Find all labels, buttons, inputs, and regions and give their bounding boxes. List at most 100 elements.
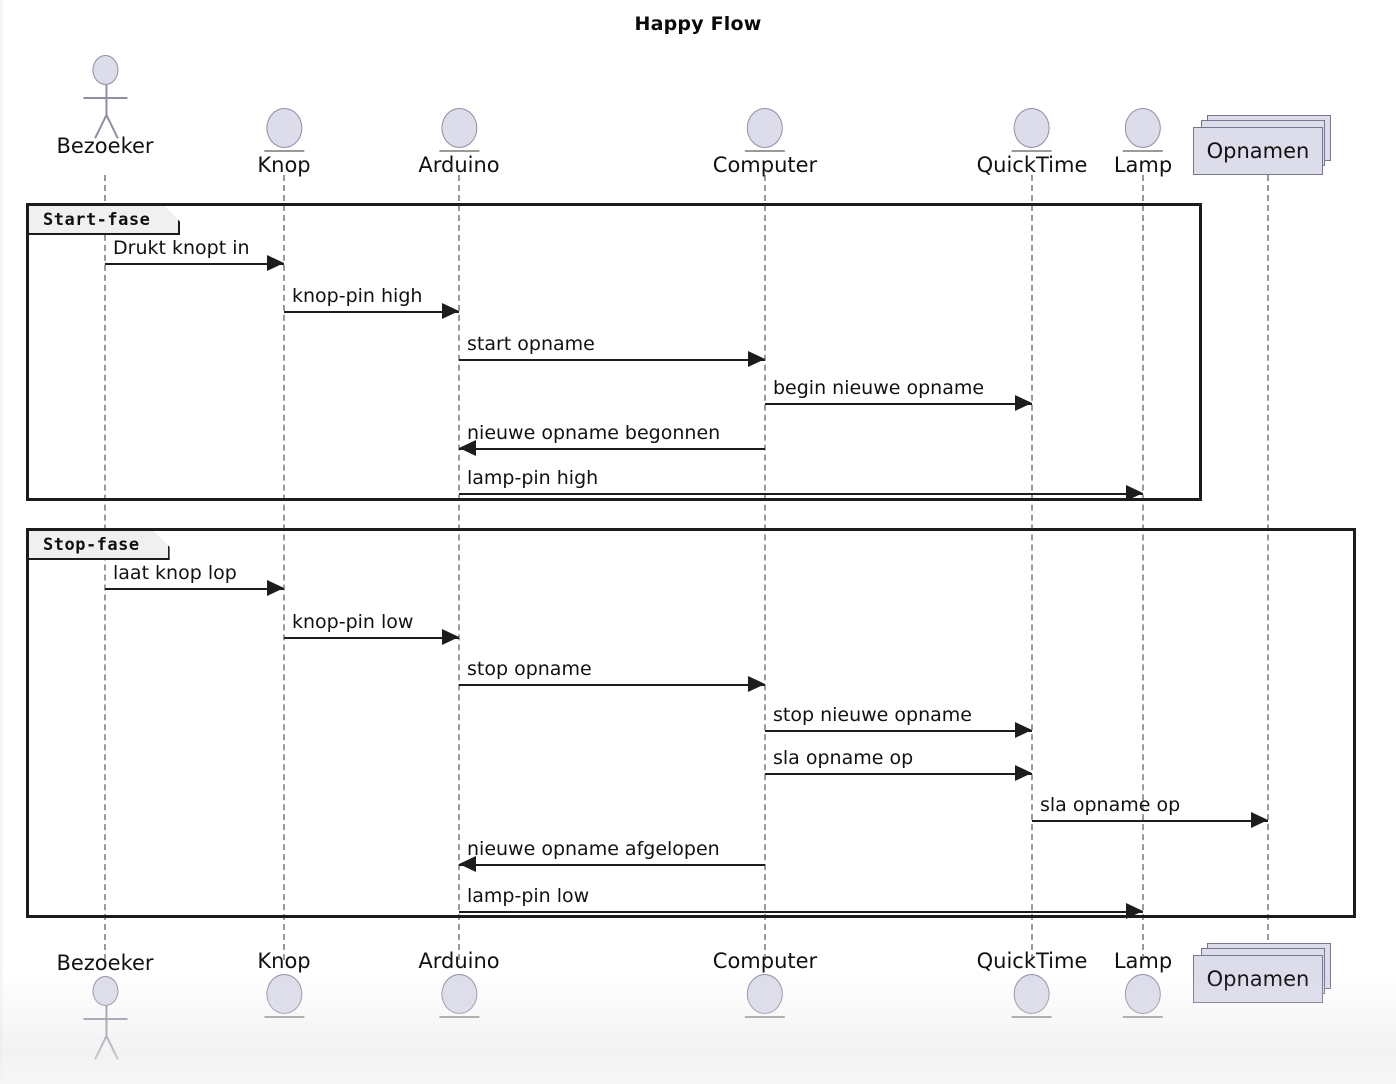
participant-quicktime[interactable]: QuickTime — [976, 108, 1088, 178]
message-label: stop nieuwe opname — [773, 704, 972, 726]
arrowhead-right-icon — [748, 351, 765, 367]
message-line — [1032, 820, 1268, 822]
participant-circle-icon — [440, 108, 477, 148]
participant-label: Computer — [712, 153, 818, 177]
participant-knop[interactable]: Knop — [257, 108, 311, 178]
message-label: lamp-pin low — [467, 885, 590, 907]
arrowhead-right-icon — [1015, 722, 1032, 738]
participant-circle-icon — [1014, 974, 1050, 1014]
collection-box[interactable]: Opnamen — [1193, 127, 1323, 175]
participant-bezoeker[interactable]: Bezoeker — [56, 950, 154, 1060]
arrowhead-right-icon — [267, 580, 284, 596]
participant-base-line — [1122, 150, 1163, 152]
arrowhead-left-icon — [459, 856, 476, 872]
lifeline-quicktime — [1031, 175, 1033, 960]
actor-stick-figure-icon — [75, 55, 135, 139]
participant-circle-icon — [747, 108, 783, 148]
message-label: nieuwe opname begonnen — [467, 422, 721, 444]
participant-computer[interactable]: Computer — [713, 948, 817, 1018]
message-label: stop opname — [467, 658, 592, 680]
participant-label: Bezoeker — [56, 951, 154, 975]
participant-base-line — [745, 1016, 785, 1018]
actor-left-leg-icon — [93, 1035, 107, 1060]
participant-circle-icon — [440, 974, 477, 1014]
participant-knop[interactable]: Knop — [257, 948, 311, 1018]
participant-label: QuickTime — [976, 153, 1088, 177]
participant-base-line — [438, 1016, 479, 1018]
participant-circle-icon — [1124, 108, 1161, 148]
actor-body-icon — [105, 1006, 107, 1036]
participant-opnamen[interactable]: Opnamen — [1193, 943, 1343, 1009]
arrowhead-right-icon — [442, 629, 459, 645]
participant-opnamen[interactable]: Opnamen — [1193, 115, 1343, 181]
participant-arduino[interactable]: Arduino — [418, 108, 500, 178]
actor-arms-icon — [83, 97, 127, 99]
participant-circle-icon — [1014, 108, 1050, 148]
participant-bezoeker[interactable]: Bezoeker — [56, 55, 154, 159]
fragment-label: Stop-fase — [43, 534, 140, 555]
collection-box[interactable]: Opnamen — [1193, 955, 1323, 1003]
message-label: Drukt knopt in — [113, 237, 250, 259]
arrowhead-right-icon — [1126, 485, 1143, 501]
lifeline-computer — [764, 175, 766, 960]
participant-label: Knop — [257, 949, 311, 973]
message-line — [459, 448, 765, 450]
message-line — [459, 493, 1143, 495]
message-label: knop-pin high — [292, 285, 423, 307]
participant-computer[interactable]: Computer — [713, 108, 817, 178]
participant-circle-icon — [1124, 974, 1161, 1014]
message-line — [459, 359, 765, 361]
participant-circle-icon — [265, 108, 302, 148]
participant-circle-icon — [747, 974, 783, 1014]
message-label: sla opname op — [1040, 794, 1181, 816]
arrowhead-left-icon — [459, 440, 476, 456]
participant-label: Opnamen — [1206, 967, 1310, 991]
arrowhead-right-icon — [1251, 812, 1268, 828]
lifeline-lamp — [1142, 175, 1144, 960]
left-edge-gradient — [0, 0, 4, 1084]
participant-base-line — [1012, 150, 1052, 152]
participant-label: Computer — [712, 949, 818, 973]
participant-base-line — [263, 1016, 304, 1018]
message-line — [284, 637, 459, 639]
arrowhead-right-icon — [1015, 765, 1032, 781]
bottom-fade — [0, 974, 1396, 1084]
participant-label: Lamp — [1113, 949, 1173, 973]
participant-label: Bezoeker — [56, 134, 154, 158]
message-line — [459, 864, 765, 866]
fragment-label: Start-fase — [43, 209, 151, 230]
participant-quicktime[interactable]: QuickTime — [976, 948, 1088, 1018]
message-line — [459, 684, 765, 686]
message-label: knop-pin low — [292, 611, 414, 633]
participant-base-line — [1012, 1016, 1052, 1018]
message-label: nieuwe opname afgelopen — [467, 838, 720, 860]
participant-base-line — [1122, 1016, 1163, 1018]
participant-lamp[interactable]: Lamp — [1114, 948, 1172, 1018]
fragment-start-fase: Start-fase — [26, 203, 1202, 501]
actor-stick-figure-icon — [75, 976, 135, 1060]
message-line — [284, 311, 459, 313]
message-label: laat knop lop — [113, 562, 237, 584]
participant-label: Opnamen — [1206, 139, 1310, 163]
message-label: begin nieuwe opname — [773, 377, 985, 399]
arrowhead-right-icon — [1015, 395, 1032, 411]
actor-right-leg-icon — [105, 1035, 119, 1060]
lifeline-knop — [283, 175, 285, 960]
arrowhead-right-icon — [748, 676, 765, 692]
participant-base-line — [745, 150, 785, 152]
participant-lamp[interactable]: Lamp — [1114, 108, 1172, 178]
page-title: Happy Flow — [634, 13, 762, 35]
participant-label: Arduino — [418, 949, 500, 973]
participant-label: QuickTime — [976, 949, 1088, 973]
participant-label: Lamp — [1113, 153, 1173, 177]
actor-head-icon — [92, 976, 118, 1006]
arrowhead-right-icon — [267, 255, 284, 271]
participant-arduino[interactable]: Arduino — [418, 948, 500, 1018]
lifeline-arduino — [458, 175, 460, 960]
participant-label: Knop — [257, 153, 311, 177]
participant-label: Arduino — [418, 153, 500, 177]
message-line — [105, 263, 284, 265]
fragment-stop-fase: Stop-fase — [26, 528, 1356, 918]
lifeline-opnamen — [1267, 175, 1269, 960]
